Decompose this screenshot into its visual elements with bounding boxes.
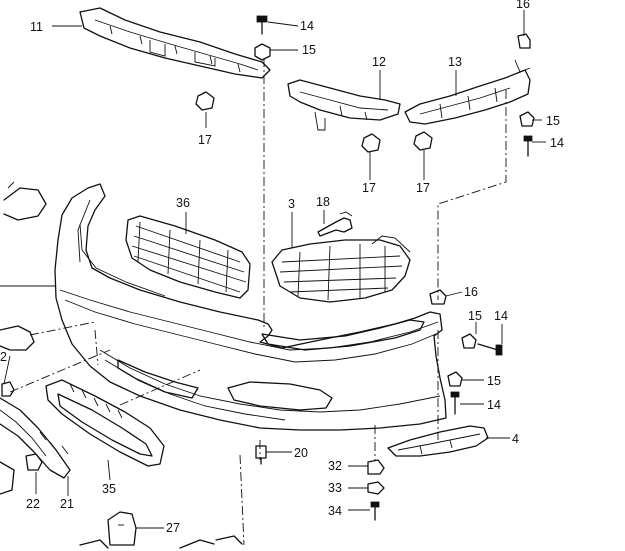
part-13-right-bracket — [404, 59, 531, 125]
clip-17-c — [413, 131, 433, 151]
part-27-clip — [79, 511, 243, 549]
clip-16-mid — [429, 289, 447, 305]
screw-14-right — [523, 135, 533, 157]
screw-20 — [255, 445, 267, 465]
assembly-centerlines — [9, 58, 507, 546]
part-35-lamp-frame — [45, 379, 165, 467]
clip-17-a — [195, 91, 215, 111]
part-18-sensor — [317, 211, 353, 237]
part-11-upper-bracket — [79, 7, 271, 79]
callout-15: 15 — [487, 374, 501, 388]
part-4-side-bracket — [387, 425, 489, 457]
callout-20: 20 — [294, 446, 308, 460]
callout-12: 12 — [372, 55, 386, 69]
part-12-center-bracket — [287, 79, 401, 131]
callout-11: 11 — [30, 20, 43, 34]
callout-35: 35 — [102, 482, 116, 496]
left-edge-parts — [0, 181, 71, 495]
callout-15: 15 — [302, 43, 316, 57]
clip-22 — [25, 453, 43, 471]
clip-16-top — [517, 33, 531, 49]
screw-14-top — [256, 15, 268, 35]
callout-22: 22 — [26, 497, 40, 511]
callout-34: 34 — [328, 504, 342, 518]
callout-15: 15 — [546, 114, 560, 128]
callout-16: 16 — [464, 285, 478, 299]
callout-21: 21 — [60, 497, 74, 511]
callout-14: 14 — [300, 19, 314, 33]
nut-15-right — [519, 111, 535, 127]
callout-17: 17 — [198, 133, 212, 147]
callout-2: 2 — [0, 350, 7, 364]
callout-14: 14 — [550, 136, 564, 150]
part-3-grille — [271, 235, 411, 303]
callout-16: 16 — [516, 0, 530, 11]
leader-lines — [0, 10, 546, 529]
clip-2 — [1, 381, 15, 397]
callout-14: 14 — [487, 398, 501, 412]
callout-15: 15 — [468, 309, 482, 323]
screw-14-horizontal — [477, 343, 503, 356]
nut-15-top — [254, 43, 271, 61]
nut-15-lower — [447, 371, 463, 387]
screw-34 — [370, 501, 380, 521]
callout-14: 14 — [494, 309, 508, 323]
screw-14-lower — [450, 391, 460, 415]
clip-17-b — [361, 133, 381, 153]
callout-36: 36 — [176, 196, 190, 210]
fasteners — [1, 15, 535, 521]
nut-15-mid — [461, 333, 477, 349]
callout-18: 18 — [316, 195, 330, 209]
callout-33: 33 — [328, 481, 342, 495]
callout-13: 13 — [448, 55, 462, 69]
callout-32: 32 — [328, 459, 342, 473]
callout-27: 27 — [166, 521, 180, 535]
callout-4: 4 — [512, 432, 519, 446]
callout-labels: 11 14 15 17 12 13 16 15 14 17 17 36 3 18… — [0, 0, 564, 535]
callout-3: 3 — [288, 197, 295, 211]
part-36-grille-insert — [125, 215, 251, 299]
clip-32 — [367, 459, 385, 475]
bumper-cover — [54, 183, 447, 431]
washer-33 — [367, 481, 385, 495]
callout-17: 17 — [362, 181, 376, 195]
callout-17: 17 — [416, 181, 430, 195]
